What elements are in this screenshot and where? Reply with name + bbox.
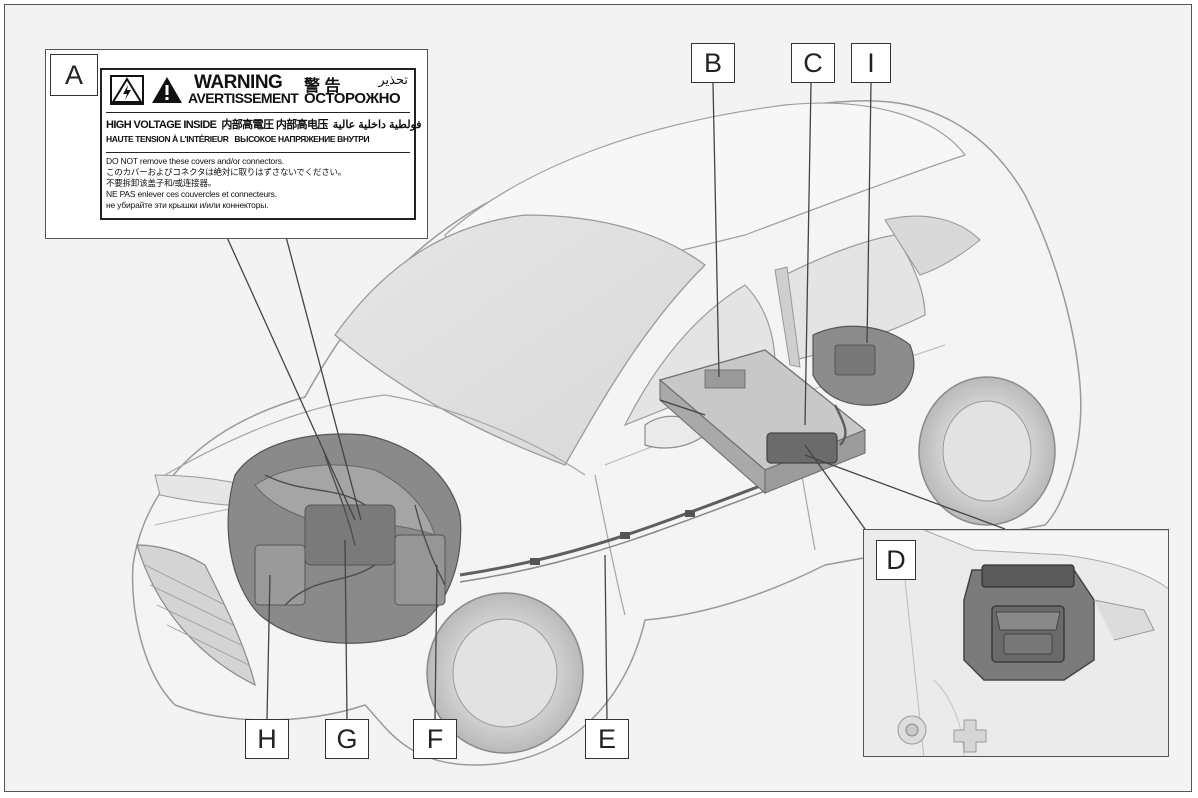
callout-B: B — [691, 43, 735, 83]
callout-F: F — [413, 719, 457, 759]
sticker-haute-tension-fr: HAUTE TENSION À L'INTÉRIEUR — [106, 134, 229, 144]
windshield — [334, 214, 706, 466]
callout-G: G — [325, 719, 369, 759]
sticker-arabic-warning: تحذير — [378, 72, 408, 87]
sticker-haute-tension-line: HAUTE TENSION À L'INTÉRIEUR ВЫСОКОЕ НАПР… — [106, 134, 370, 144]
high-voltage-warning-sticker: WARNING AVERTISSEMENT 警 告 تحذير ОСТОРОЖН… — [100, 68, 422, 220]
leader-B — [712, 82, 720, 378]
callout-I: I — [851, 43, 891, 83]
warning-triangle-icon — [152, 77, 182, 103]
leader-G — [344, 539, 348, 720]
callout-C: C — [791, 43, 835, 83]
sticker-high-voltage-en: HIGH VOLTAGE INSIDE — [106, 119, 217, 131]
sticker-header: WARNING AVERTISSEMENT 警 告 تحذير ОСТОРОЖН… — [106, 72, 410, 113]
warning-label-callout: A WARNING AVERTISSEMENT 警 告 تحذير ОСТОРО… — [45, 49, 428, 239]
electric-shock-icon — [110, 75, 144, 105]
service-plug — [766, 432, 838, 464]
rear-quarter-window — [884, 215, 981, 276]
leader-I — [866, 82, 872, 344]
leader-B-tip — [659, 399, 706, 416]
leader-E — [604, 554, 608, 720]
sticker-high-voltage-ru: ВЫСОКОЕ НАПРЯЖЕНИЕ ВНУТРИ — [234, 134, 370, 144]
callout-A: A — [54, 56, 94, 94]
sticker-high-voltage-row: HIGH VOLTAGE INSIDE 内部高電圧 内部高电压 فولطية د… — [106, 114, 422, 153]
sticker-notice-line: не убирайте эти крышки и/или коннекторы. — [106, 200, 269, 210]
sticker-notice-line: このカバーおよびコネクタは絶対に取りはずさないでください。 — [106, 167, 347, 177]
sticker-russian-warning: ОСТОРОЖНО — [304, 90, 401, 107]
leader-H — [266, 574, 271, 720]
callout-E: E — [585, 719, 629, 759]
front-power-unit — [227, 433, 462, 644]
sticker-avertissement-text: AVERTISSEMENT — [188, 90, 299, 106]
sticker-kanji-text: 警 告 — [304, 78, 341, 95]
leader-D-2 — [804, 454, 1006, 530]
diagram-frame: A WARNING AVERTISSEMENT 警 告 تحذير ОСТОРО… — [4, 4, 1192, 792]
sticker-high-voltage-cjk: 内部高電圧 内部高电压 — [221, 119, 328, 131]
sticker-high-voltage-line: HIGH VOLTAGE INSIDE 内部高電圧 内部高电压 فولطية د… — [106, 116, 422, 132]
service-plug-top — [981, 564, 1075, 588]
leader-A-2 — [284, 232, 362, 521]
leader-C — [804, 82, 812, 426]
callout-H: H — [245, 719, 289, 759]
service-plug-detail-inset: D — [863, 529, 1169, 757]
vehicle-illustration — [131, 82, 1082, 766]
callout-D: D — [876, 540, 916, 580]
sticker-notice-line: DO NOT remove these covers and/or connec… — [106, 156, 284, 166]
sticker-notice: DO NOT remove these covers and/or connec… — [106, 156, 410, 211]
leader-F — [434, 564, 438, 720]
rear-power-unit — [812, 325, 915, 406]
sticker-notice-line: NE PAS enlever ces couvercles et connect… — [106, 189, 277, 199]
sticker-notice-line: 不要拆卸该盖子和/或连接器。 — [106, 178, 217, 188]
leader-A-1 — [224, 232, 356, 521]
callout-A-box — [50, 54, 98, 96]
sticker-high-voltage-ar: فولطية داخلية عالية — [332, 119, 422, 131]
sticker-warning-text: WARNING — [194, 72, 283, 93]
front-grille — [136, 544, 256, 687]
